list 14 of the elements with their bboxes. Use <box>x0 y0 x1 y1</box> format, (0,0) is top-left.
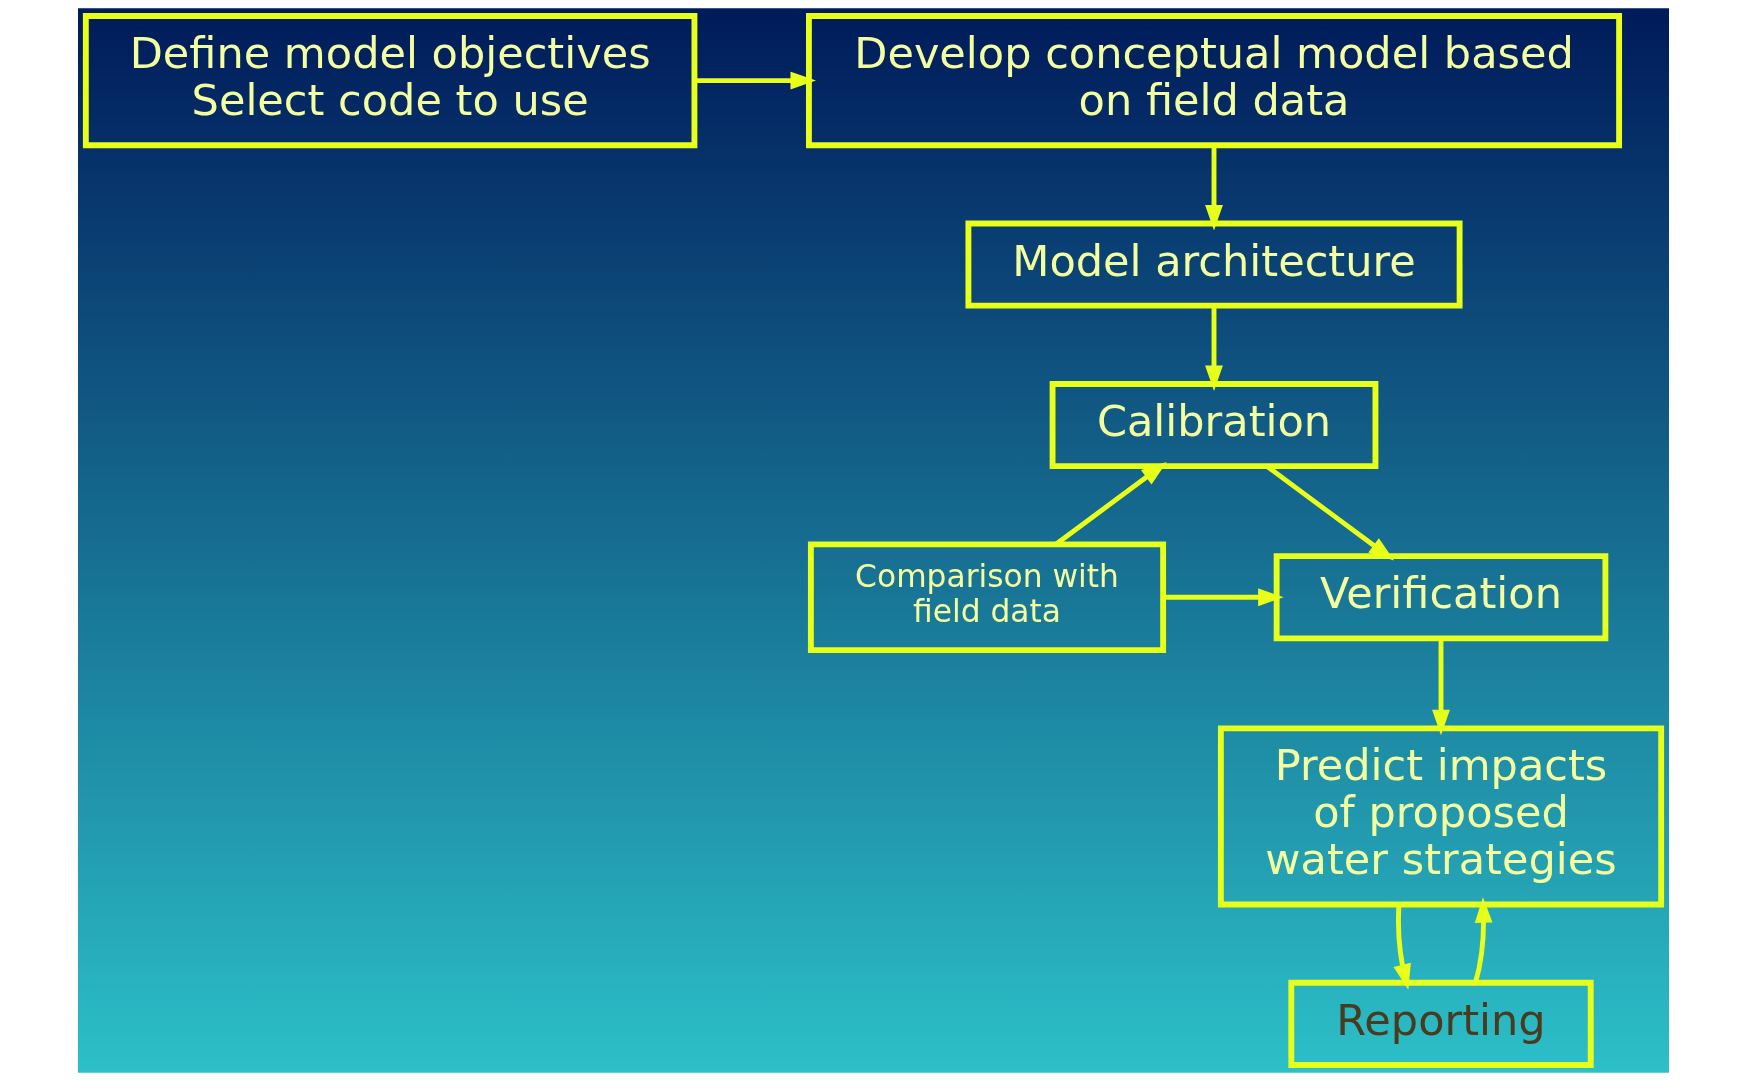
arrow <box>1163 588 1284 607</box>
node-box: Model architecture <box>965 220 1463 309</box>
arrow <box>1393 904 1411 990</box>
node-box: Calibration <box>1049 381 1379 470</box>
node-box: Reporting <box>1288 979 1594 1068</box>
node-box: Predict impacts of proposed water strategies <box>1217 725 1665 908</box>
node-box: Comparison with field data <box>807 541 1167 654</box>
arrow <box>1205 145 1223 231</box>
arrow <box>695 71 816 90</box>
arrow <box>1432 638 1450 736</box>
arrow <box>1205 306 1223 391</box>
node-box: Develop conceptual model based on field data <box>806 13 1623 149</box>
node-box: Verification <box>1273 553 1609 642</box>
node-box: Define model objectives Select code to use <box>82 13 698 149</box>
